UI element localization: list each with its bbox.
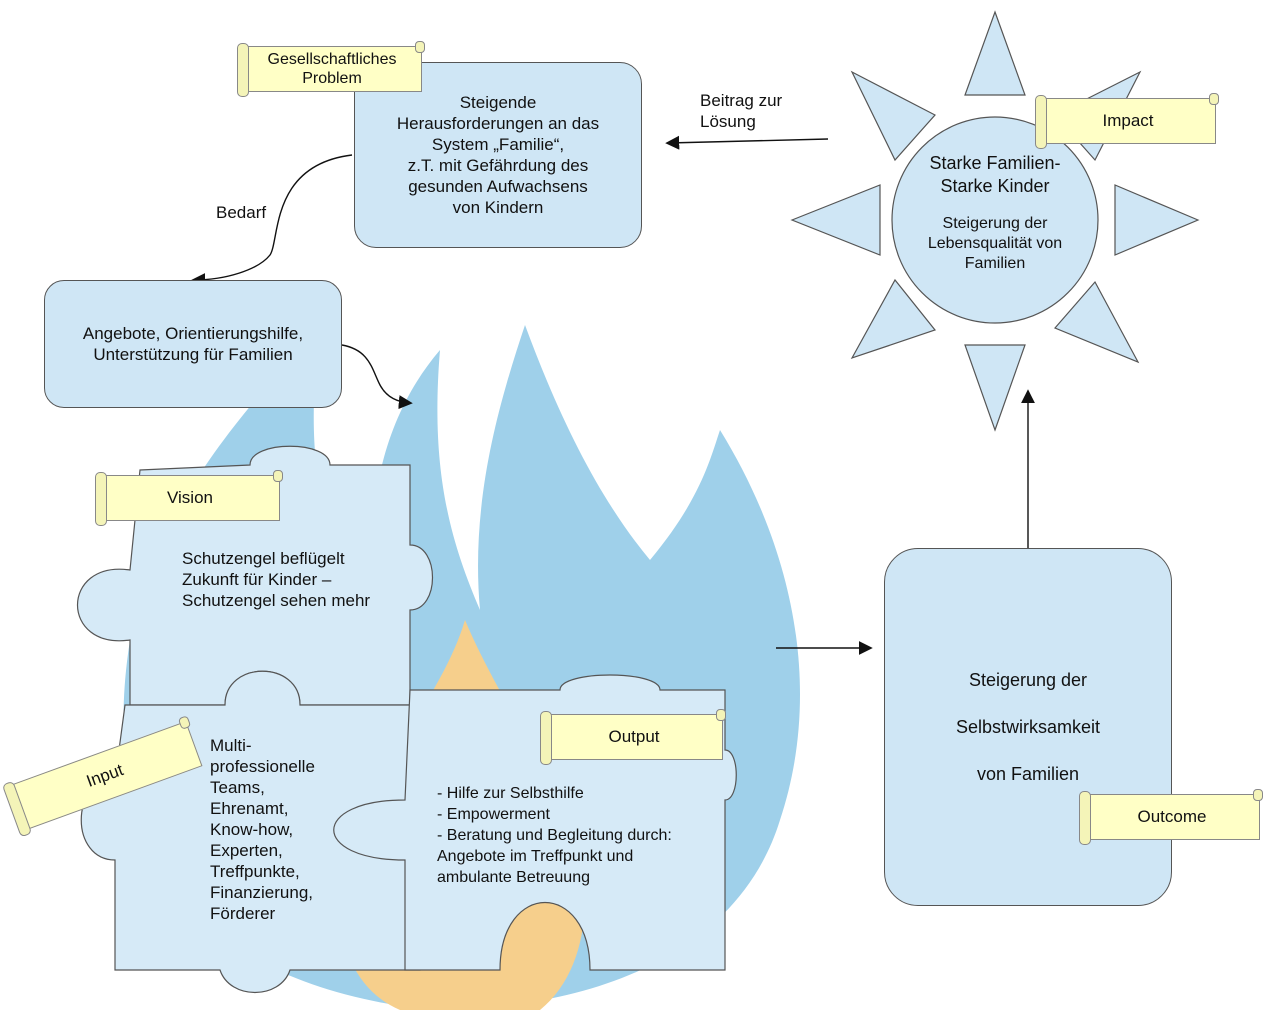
sun-ray-bottom [964,344,1026,432]
label-input-text: Input [83,760,126,791]
output-item: - Beratung und Begleitung durch: [437,827,672,844]
offer-line-2: Unterstützung für Familien [93,345,293,364]
problem-line-5: gesunden Aufwachsens [408,177,588,196]
label-vision-text: Vision [167,488,213,507]
label-problem-text: Gesellschaftliches Problem [267,51,397,87]
problem-line-1: Steigende [459,93,537,112]
output-item: ambulante Betreuung [437,869,590,886]
offer-box: Angebote, Orientierungshilfe, Unterstütz… [44,280,342,408]
arrow-problem-to-offer [191,154,353,287]
arrow-offer-to-flame [341,344,413,410]
input-list: Multi- professionelle Teams, Ehrenamt, K… [210,735,315,924]
arrow-impact-to-problem [665,135,829,150]
outcome-box: Steigerung der Selbstwirksamkeit von Fam… [884,548,1172,906]
label-output: Output [540,709,726,765]
output-item: Angebote im Treffpunkt und [437,848,634,865]
label-impact-text: Impact [1102,111,1154,130]
arrows [191,135,1035,655]
output-list: - Hilfe zur Selbsthilfe - Empowerment - … [437,783,672,888]
problem-line-3: System „Familie“, [431,135,565,154]
sun-ray-left [790,184,881,256]
input-item: Multi- [210,736,252,755]
problem-line-6: von Kindern [452,198,544,217]
input-item: professionelle [210,757,315,776]
sun-core [891,116,1099,324]
label-output-text: Output [608,727,660,746]
label-problem: Gesellschaftliches Problem [237,41,425,97]
problem-line-4: z.T. mit Gefährdung des [407,156,589,175]
sun-ray-right [1114,184,1200,256]
sun-ray-top [964,10,1026,96]
problem-box: Steigende Herausforderungen an das Syste… [354,62,642,248]
label-outcome: Outcome [1079,789,1263,845]
arrow-label-contribution: Beitrag zur Lösung [700,91,783,131]
impact-text: Starke Familien- Starke Kinder Steigerun… [905,152,1085,274]
impact-line-1: Steigerung der [942,215,1048,232]
label-outcome-text: Outcome [1137,807,1207,826]
sun-ray-bottom-right [1053,280,1140,364]
impact-title-2: Starke Kinder [940,176,1050,196]
input-item: Ehrenamt, [210,799,289,818]
outcome-line-1: Steigerung der [968,669,1088,690]
impact-line-2: Lebensqualität von [927,235,1063,252]
output-item: - Empowerment [437,806,550,823]
input-item: Teams, [210,778,265,797]
sun-ray-top-left [850,70,936,162]
input-item: Finanzierung, [210,883,314,902]
outcome-line-3: von Familien [976,763,1080,784]
input-item: Treffpunkte, [210,862,300,881]
input-item: Experten, [210,841,283,860]
input-item: Know-how, [210,820,294,839]
label-impact: Impact [1035,93,1219,149]
offer-line-1: Angebote, Orientierungshilfe, [82,324,304,343]
sun-graphic [790,10,1200,432]
input-item: Förderer [210,904,276,923]
outcome-line-2: Selbstwirksamkeit [955,716,1101,737]
arrow-label-need: Bedarf [216,203,267,222]
problem-line-2: Herausforderungen an das [396,114,600,133]
impact-line-3: Familien [964,255,1026,272]
output-item: - Hilfe zur Selbsthilfe [437,785,584,802]
vision-text: Schutzengel beflügelt Zukunft für Kinder… [182,549,371,610]
sun-ray-bottom-left [850,278,937,360]
impact-title-1: Starke Familien- [929,153,1061,173]
label-vision: Vision [95,470,283,526]
